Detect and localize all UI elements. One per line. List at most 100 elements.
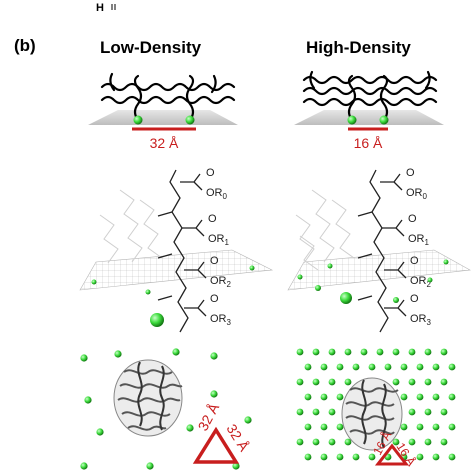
polymer-chain [309,70,316,90]
lattice-sphere [424,378,432,386]
lattice-sphere [304,423,312,431]
lattice-sphere [432,363,440,371]
ester-group [384,299,407,317]
lattice-sphere [96,428,104,436]
lattice-sphere [384,363,392,371]
polymer-chain [109,72,116,92]
lattice-sphere [440,438,448,446]
carbonyl-o: O [210,255,219,267]
polymer-chain [100,95,236,105]
protein-ribbon [341,377,403,451]
ester-group [184,261,207,279]
ester-label-r2: OR2 [210,275,232,289]
lattice-sphere [320,363,328,371]
lattice-sphere [360,348,368,356]
protein-ribbon [113,359,183,437]
ester-label-r1: OR1 [208,233,230,247]
high-density-brush: 16 Å [294,70,444,151]
ester-label-r1: OR1 [408,233,430,247]
lattice-sphere [80,354,88,362]
methyl-group [157,253,173,259]
lattice-sphere [172,348,180,356]
background-chain [139,199,163,259]
lattice-sphere [244,416,252,424]
lattice-sphere [146,462,154,470]
lattice-sphere [400,393,408,401]
polymer-chain [210,74,217,94]
anchor-sphere [443,259,449,265]
lattice-sphere [296,378,304,386]
lattice-sphere [304,363,312,371]
lattice-sphere [312,348,320,356]
lattice-sphere [440,408,448,416]
lattice-sphere [312,438,320,446]
lattice-sphere [336,393,344,401]
lattice-sphere [448,423,456,431]
ester-label-r3: OR3 [210,313,232,327]
spacing-triangle [192,426,240,464]
surface-plane [79,249,274,291]
polymer-chain [133,74,143,122]
lattice-sphere [392,438,400,446]
anchor-sphere [249,265,255,271]
methyl-group [357,253,373,259]
lattice-sphere [210,352,218,360]
lattice-sphere [432,453,440,461]
ester-group [180,173,203,191]
carbonyl-o: O [406,167,415,179]
background-chain [311,189,335,263]
lattice-sphere [312,408,320,416]
lattice-sphere [352,363,360,371]
anchor-sphere [379,115,389,125]
lattice-sphere [304,393,312,401]
lattice-sphere [296,438,304,446]
lattice-sphere [416,363,424,371]
lattice-sphere [186,424,194,432]
lattice-sphere [448,453,456,461]
spacing-triangle [374,443,410,466]
anchor-sphere [427,277,433,283]
polymer-chain [379,74,389,122]
lattice-sphere [344,438,352,446]
lattice-sphere [448,393,456,401]
carbonyl-o: O [206,167,215,179]
polymer-chain [302,97,438,107]
top-fragment-label: H [96,2,104,14]
lattice-sphere [400,423,408,431]
lattice-sphere [352,453,360,461]
lattice-sphere [424,348,432,356]
low-spacing-label: 32 Å [150,135,179,151]
lattice-sphere [336,423,344,431]
background-chain [299,235,319,271]
lattice-sphere [368,453,376,461]
lattice-sphere [440,348,448,356]
lattice-sphere [232,462,240,470]
anchor-sphere [91,279,97,285]
lattice-sphere [328,378,336,386]
lattice-sphere [210,390,218,398]
low-density-brush: 32 Å [88,72,238,151]
lattice-sphere [448,363,456,371]
polymer-chain [302,75,438,85]
lattice-sphere [424,438,432,446]
surface-plane [88,110,238,125]
lattice-sphere [296,408,304,416]
lattice-sphere [432,393,440,401]
lattice-sphere [344,348,352,356]
lattice-sphere [440,378,448,386]
high-density-lattice: 16 Å 16 Å [296,348,456,469]
lattice-sphere [328,438,336,446]
polymer-chain [100,82,236,92]
anchor-sphere [340,292,352,304]
high-spacing-label: 16 Å [354,135,383,151]
methyl-group [157,211,173,217]
low-density-structure: O OR0 O OR1 O OR2 O OR3 [79,167,274,333]
lattice-sphere [312,378,320,386]
lattice-sphere [368,363,376,371]
ester-group [380,173,403,191]
polymer-chain [347,74,357,122]
lattice-sphere [114,350,122,358]
methyl-group [357,295,373,301]
ester-label-r0: OR0 [406,187,428,201]
lattice-sphere [408,438,416,446]
